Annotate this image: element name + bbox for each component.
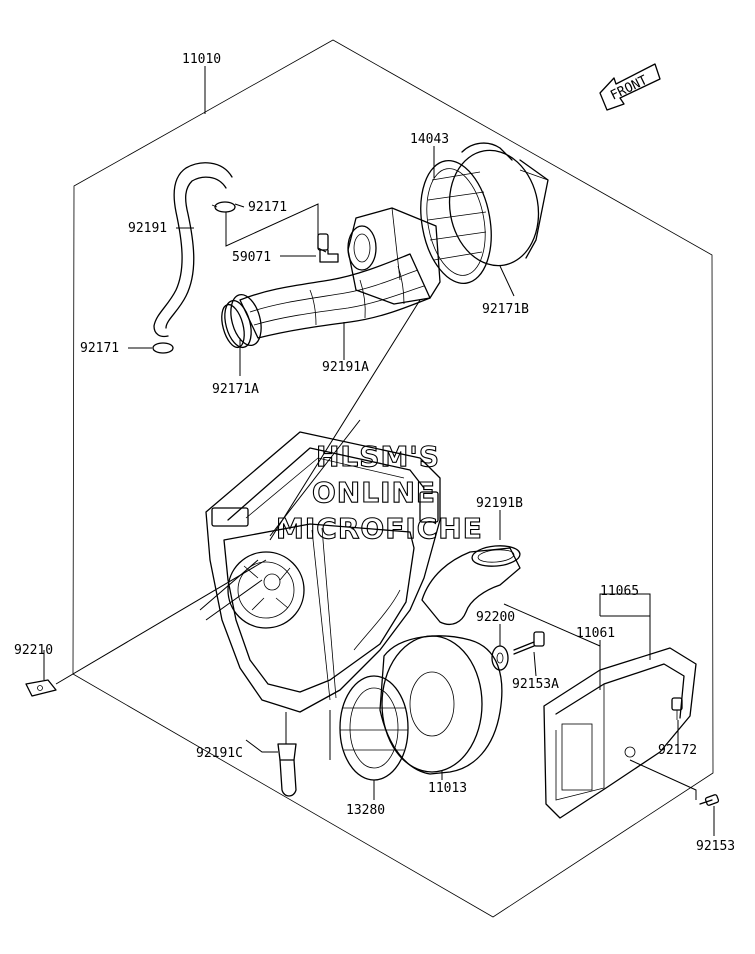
- cone-92171B: [448, 142, 549, 267]
- cage-13280: [339, 675, 409, 781]
- label-92191C: 92191C: [196, 746, 243, 761]
- label-92171-left: 92171: [80, 341, 119, 356]
- intake-housing: [347, 207, 441, 305]
- fitting-59071: [317, 233, 339, 263]
- label-92200: 92200: [476, 610, 515, 625]
- label-92153A: 92153A: [512, 677, 559, 692]
- watermark-line1: HLSM'S: [316, 440, 440, 473]
- label-92210: 92210: [14, 643, 53, 658]
- duct-92191B: [421, 545, 521, 626]
- screw-92153A: [513, 631, 545, 655]
- label-92171A: 92171A: [212, 382, 259, 397]
- label-11010: 11010: [182, 52, 221, 67]
- label-92172: 92172: [658, 743, 697, 758]
- front-direction-arrow: FRONT: [599, 63, 661, 111]
- label-92191A: 92191A: [322, 360, 369, 375]
- clamp-92171-left: [152, 342, 174, 354]
- filter-element-14043: [420, 160, 492, 284]
- part-labels: 11010 14043 92171 59071 92191 92171 9217…: [14, 52, 735, 854]
- label-11061: 11061: [576, 626, 615, 641]
- cover-11065: [543, 647, 697, 819]
- label-14043: 14043: [410, 132, 449, 147]
- label-92171B: 92171B: [482, 302, 529, 317]
- leader-lines: [43, 66, 715, 836]
- bolt-92172: [671, 697, 683, 720]
- label-92191B: 92191B: [476, 496, 523, 511]
- air-box-body: [205, 431, 441, 713]
- screw-92153: [699, 794, 720, 806]
- label-13280: 13280: [346, 803, 385, 818]
- watermark-line3: MICROFICHE: [276, 512, 483, 545]
- filter-11013: [379, 635, 503, 775]
- watermark-line2: ONLINE: [312, 476, 436, 509]
- watermark: HLSM'S ONLINE MICROFICHE: [275, 439, 483, 545]
- hose-92191: [153, 162, 233, 338]
- label-92171-top: 92171: [248, 200, 287, 215]
- clamp-92171-top: [211, 201, 236, 213]
- label-59071: 59071: [232, 250, 271, 265]
- label-92191: 92191: [128, 221, 167, 236]
- label-11065: 11065: [600, 584, 639, 599]
- label-11013: 11013: [428, 781, 467, 796]
- drain-92191C: [277, 743, 297, 797]
- label-92153: 92153: [696, 839, 735, 854]
- bracket-92210: [25, 679, 57, 697]
